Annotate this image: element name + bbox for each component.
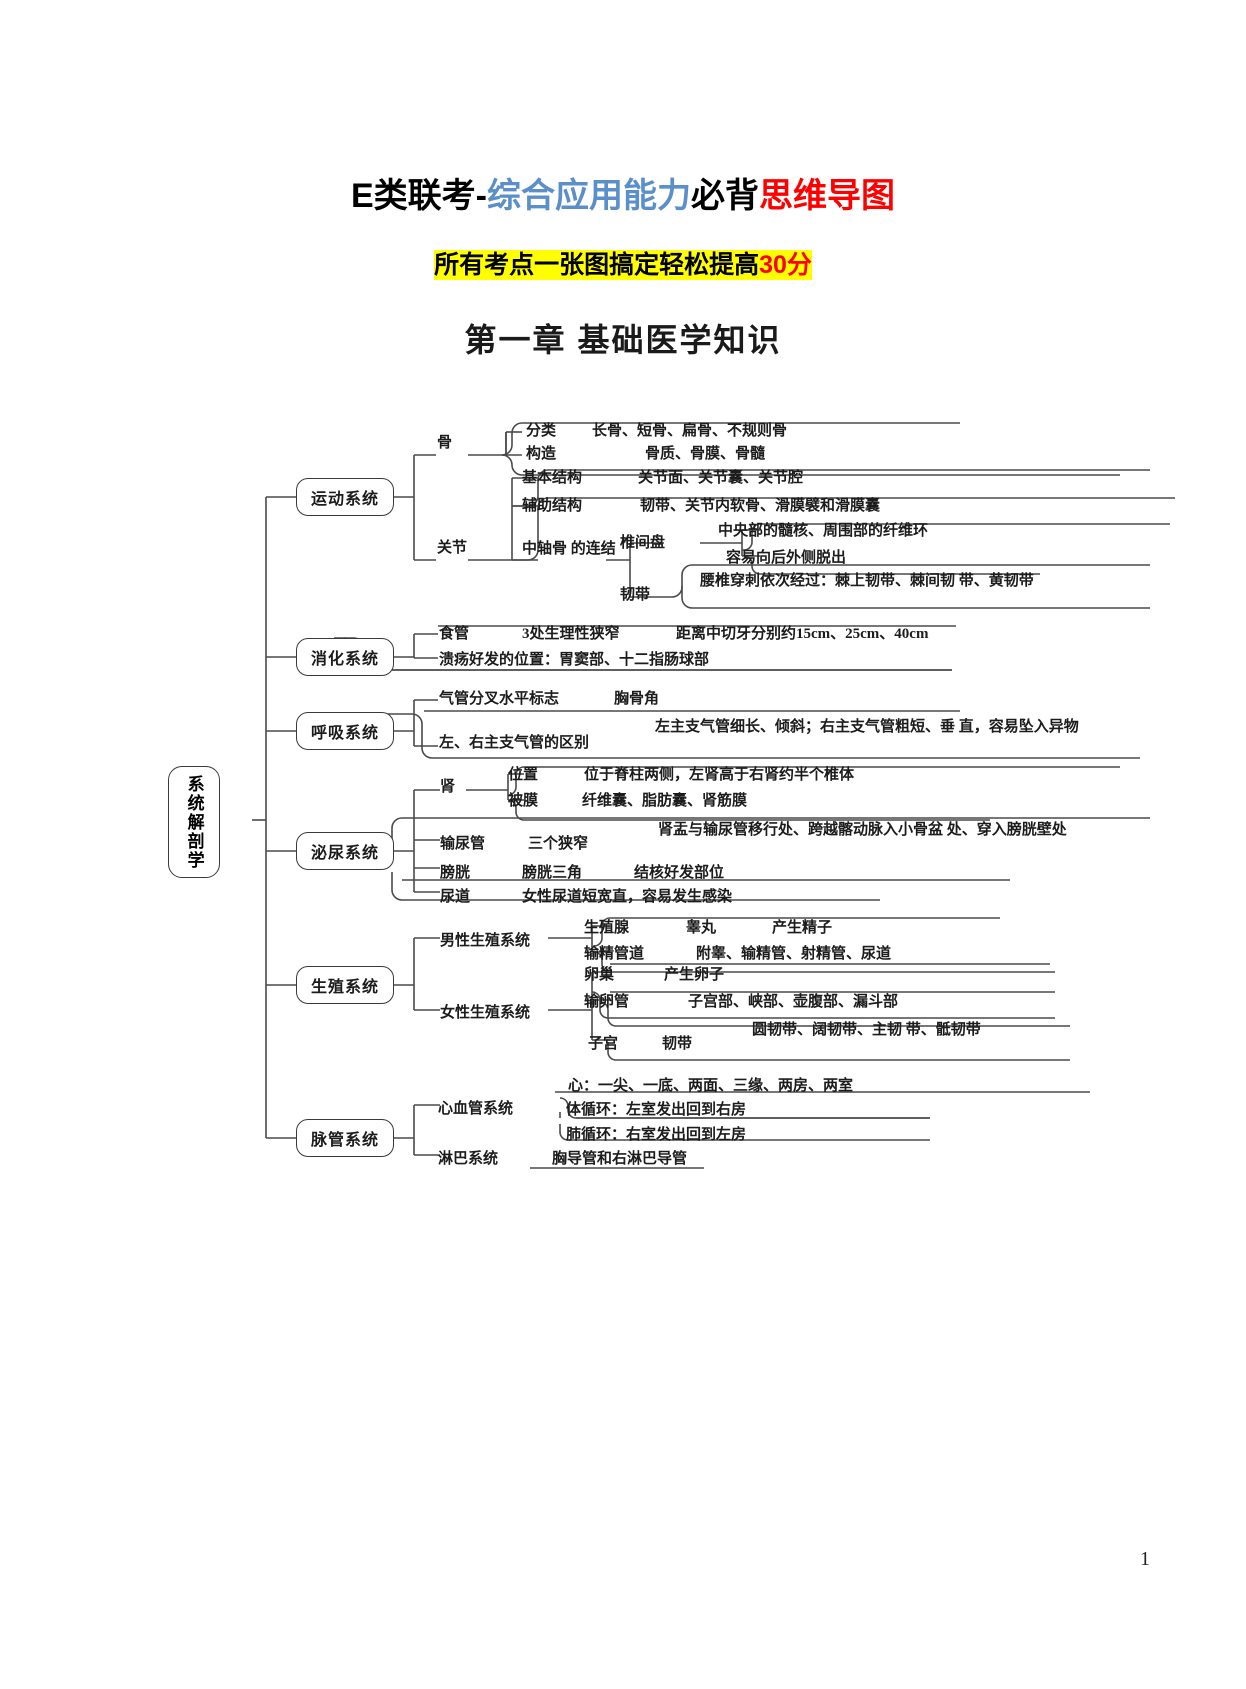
value-zhiqiguan-qubie: 左主支气管细长、倾斜；右主支气管粗短、垂 直，容易坠入异物 bbox=[655, 719, 1079, 735]
mid-pangguang: 膀胱三角 bbox=[522, 865, 583, 881]
mid-shiguan: 3处生理性狭窄 bbox=[522, 626, 620, 642]
node-xinxueguan[interactable]: 心血管系统 bbox=[438, 1101, 514, 1117]
value-rendai: 腰椎穿刺依次经过：棘上韧带、棘间韧 带、黄韧带 bbox=[700, 573, 1034, 589]
value-linbaxitong: 胸导管和右淋巴导管 bbox=[552, 1151, 688, 1167]
value-zigong: 圆韧带、阔韧带、主韧 带、骶韧带 bbox=[752, 1022, 981, 1038]
branch-node-yundong[interactable]: 运动系统 bbox=[296, 478, 394, 516]
node-zigong[interactable]: 子宫 bbox=[588, 1036, 619, 1052]
node-fuzhujiegou[interactable]: 辅助结构 bbox=[522, 498, 583, 514]
chapter-title: 第一章 基础医学知识 bbox=[464, 322, 782, 358]
node-shen-beimo[interactable]: 被膜 bbox=[508, 793, 539, 809]
value-pangguang: 结核好发部位 bbox=[634, 865, 725, 881]
title-part-4: 思维导图 bbox=[759, 177, 895, 215]
branch-label: 运动系统 bbox=[310, 491, 379, 508]
branch-label: 泌尿系统 bbox=[310, 845, 379, 862]
node-jibenjiegou[interactable]: 基本结构 bbox=[522, 470, 583, 486]
value-xin: 心：一尖、一底、两面、三缘、两房、两室 bbox=[568, 1078, 854, 1094]
subtitle-part-2: 30分 bbox=[759, 250, 812, 280]
value-zhuijianpan-1: 中央部的髓核、周围部的纤维环 bbox=[718, 523, 929, 539]
value-jibenjiegou: 关节面、关节囊、关节腔 bbox=[638, 470, 804, 486]
subtitle-part-1: 所有考点一张图搞定轻松提高 bbox=[434, 250, 760, 280]
node-zhongzhougu[interactable]: 中轴骨 的连结 bbox=[522, 541, 616, 557]
value-shen-weizhi: 位于脊柱两侧，左肾高于右肾约半个椎体 bbox=[584, 767, 855, 783]
mid-shengzhixian: 睾丸 bbox=[686, 920, 717, 936]
branch-label: 生殖系统 bbox=[310, 979, 379, 996]
node-gu[interactable]: 骨 bbox=[437, 435, 453, 451]
page-subtitle: 所有考点一张图搞定轻松提高30分 bbox=[0, 245, 1246, 281]
branch-node-maiguan[interactable]: 脉管系统 bbox=[296, 1119, 394, 1157]
mindmap-root-label: 系统解剖学 bbox=[184, 774, 204, 870]
node-shuniaoguan[interactable]: 输尿管 bbox=[440, 836, 486, 852]
mid-shuniaoguan: 三个狭窄 bbox=[528, 836, 589, 852]
node-pangguang[interactable]: 膀胱 bbox=[440, 865, 471, 881]
node-shengzhixian[interactable]: 生殖腺 bbox=[584, 920, 630, 936]
node-guanjie[interactable]: 关节 bbox=[437, 540, 468, 556]
value-shuniaoguan: 肾盂与输尿管移行处、跨越髂动脉入小骨盆 处、穿入膀胱壁处 bbox=[658, 822, 1067, 838]
branch-node-xiaohua[interactable]: 消化系统 bbox=[296, 638, 394, 676]
value-fuzhujiegou: 韧带、关节内软骨、滑膜襞和滑膜囊 bbox=[640, 498, 881, 514]
node-luanchao[interactable]: 卵巢 bbox=[584, 967, 615, 983]
node-shuluanguan[interactable]: 输卵管 bbox=[584, 994, 630, 1010]
title-part-1: E类联考- bbox=[351, 177, 487, 215]
node-shiguan[interactable]: 食管 bbox=[439, 626, 470, 642]
node-nanxing[interactable]: 男性生殖系统 bbox=[440, 933, 531, 949]
value-shengzhixian: 产生精子 bbox=[772, 920, 833, 936]
value-shiguan: 距离中切牙分别约15cm、25cm、40cm bbox=[676, 626, 929, 642]
node-qiguanfencha[interactable]: 气管分叉水平标志 bbox=[439, 691, 560, 707]
node-shujingguandao[interactable]: 输精管道 bbox=[584, 946, 645, 962]
node-shen-weizhi[interactable]: 位置 bbox=[508, 767, 539, 783]
mindmap-root-node[interactable]: 系统解剖学 bbox=[168, 766, 220, 878]
value-gu-gouzao: 骨质、骨膜、骨髓 bbox=[645, 446, 766, 462]
value-luanchao: 产生卵子 bbox=[664, 967, 725, 983]
branch-node-huxi[interactable]: 呼吸系统 bbox=[296, 712, 394, 750]
value-gu-fenlei: 长骨、短骨、扁骨、不规则骨 bbox=[592, 423, 788, 439]
value-zhuijianpan-2: 容易向后外侧脱出 bbox=[726, 550, 847, 566]
branch-node-shengzhi[interactable]: 生殖系统 bbox=[296, 966, 394, 1004]
document-header: E类联考-综合应用能力必背思维导图 所有考点一张图搞定轻松提高30分 第一章 基… bbox=[0, 0, 1246, 361]
page-title: E类联考-综合应用能力必背思维导图 bbox=[0, 168, 1246, 217]
node-nvxing[interactable]: 女性生殖系统 bbox=[440, 1005, 531, 1021]
branch-node-miniao[interactable]: 泌尿系统 bbox=[296, 832, 394, 870]
title-part-2: 综合应用能力 bbox=[487, 177, 691, 215]
value-tixunhuan: 体循环：左室发出回到右房 bbox=[566, 1102, 747, 1118]
node-shen[interactable]: 肾 bbox=[440, 779, 456, 795]
branch-label: 消化系统 bbox=[310, 651, 379, 668]
page-number: 1 bbox=[1140, 1548, 1150, 1570]
value-qiguanfencha: 胸骨角 bbox=[614, 691, 660, 707]
node-rendai[interactable]: 韧带 bbox=[620, 587, 651, 603]
node-gu-fenlei[interactable]: 分类 bbox=[526, 423, 557, 439]
node-kuiyang[interactable]: 溃疡好发的位置：胃窦部、十二指肠球部 bbox=[439, 652, 710, 668]
node-linbaxitong[interactable]: 淋巴系统 bbox=[438, 1151, 499, 1167]
branch-label: 呼吸系统 bbox=[310, 725, 379, 742]
value-feixunhuan: 肺循环：右室发出回到左房 bbox=[566, 1127, 747, 1143]
node-zhiqiguan-qubie[interactable]: 左、右主支气管的区别 bbox=[439, 735, 590, 751]
node-niaodao[interactable]: 尿道 bbox=[440, 889, 471, 905]
branch-label: 脉管系统 bbox=[310, 1132, 379, 1149]
value-niaodao: 女性尿道短宽直，容易发生感染 bbox=[522, 889, 733, 905]
mid-zigong: 韧带 bbox=[662, 1036, 693, 1052]
value-shujingguandao: 附睾、输精管、射精管、尿道 bbox=[696, 946, 892, 962]
value-shen-beimo: 纤维囊、脂肪囊、肾筋膜 bbox=[582, 793, 748, 809]
node-gu-gouzao[interactable]: 构造 bbox=[526, 446, 557, 462]
node-zhuijianpan[interactable]: 椎间盘 bbox=[620, 535, 666, 551]
title-part-3: 必背 bbox=[691, 177, 759, 215]
value-shuluanguan: 子宫部、峡部、壶腹部、漏斗部 bbox=[688, 994, 899, 1010]
